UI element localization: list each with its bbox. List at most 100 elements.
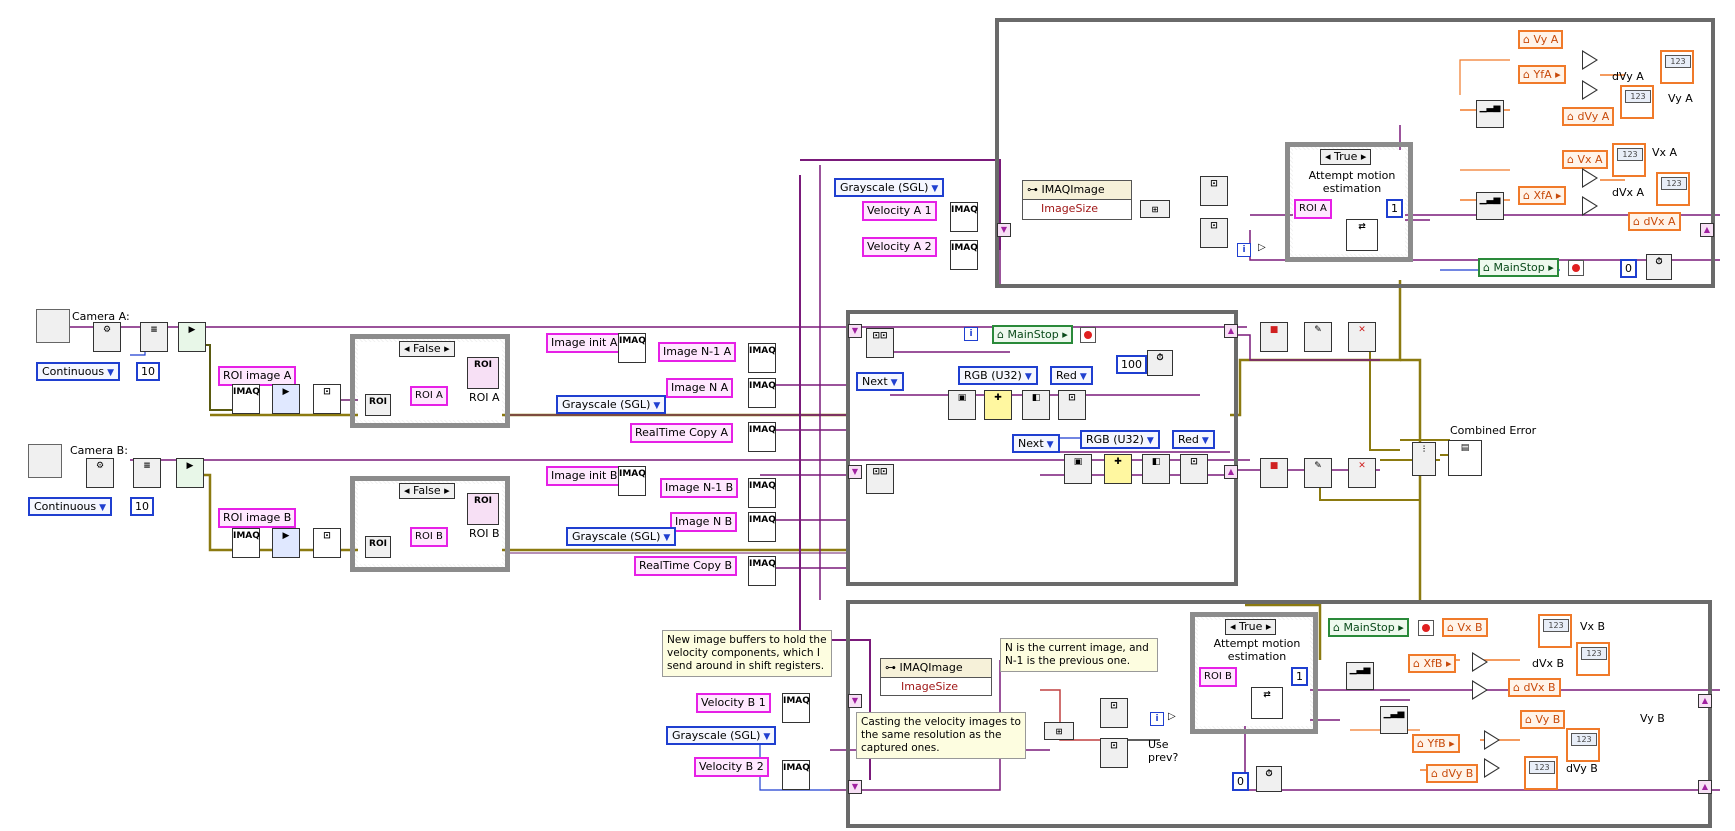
chevron-down-icon: ▼ — [1024, 372, 1032, 382]
roi-b-case-selector[interactable]: ◂ False ▸ — [399, 483, 455, 499]
vy-a-global[interactable]: ⌂ Vy A — [1518, 30, 1564, 49]
velocity-a-while-loop — [995, 18, 1715, 288]
vy-b-global-value: Vy B — [1535, 713, 1561, 726]
realtime-copy-b-const[interactable]: RealTime Copy B — [634, 556, 738, 576]
vx-a-global[interactable]: ⌂ Vx A — [1562, 150, 1608, 169]
shift-register-display-left: ▼ — [848, 324, 862, 338]
velocity-b1-const[interactable]: Velocity B 1 — [696, 693, 771, 713]
image-curr-a-const[interactable]: Image N A — [666, 378, 734, 398]
roi-a-case-structure: ◂ False ▸ ROI ROI A ROI ROI A — [350, 334, 510, 428]
camera-b-buffers-const[interactable]: 10 — [130, 497, 154, 516]
yfa-global[interactable]: ⌂ YfA ▸ — [1518, 65, 1566, 84]
camera-b-mode-enum[interactable]: Continuous▼ — [28, 497, 113, 516]
realtime-copy-a-const[interactable]: RealTime Copy A — [630, 423, 734, 443]
rgb-a-enum[interactable]: RGB (U32)▼ — [958, 366, 1038, 385]
next-a-enum[interactable]: Next▼ — [856, 372, 904, 391]
velocity-a-type-enum[interactable]: Grayscale (SGL)▼ — [834, 178, 945, 197]
red-b-value: Red — [1178, 433, 1199, 446]
velocity-b-type-value: Grayscale (SGL) — [672, 729, 761, 742]
chevron-down-icon: ▼ — [1201, 436, 1209, 446]
image-curr-b-const[interactable]: Image N B — [670, 512, 738, 532]
dvy-b-indicator: 123 — [1524, 756, 1558, 790]
xfb-global[interactable]: ⌂ XfB ▸ — [1408, 654, 1457, 673]
roi-a-ref-motion-const[interactable]: ROI A — [1294, 199, 1332, 219]
chevron-down-icon: ▼ — [663, 533, 671, 543]
imaq-stop-a-icon: ■ — [1260, 322, 1288, 352]
velocity-b2-const[interactable]: Velocity B 2 — [694, 757, 769, 777]
wait-a-const[interactable]: 0 — [1620, 259, 1637, 278]
roi-a-case-selector[interactable]: ◂ False ▸ — [399, 341, 455, 357]
velocity-a1-const[interactable]: Velocity A 1 — [862, 201, 937, 221]
iteration-terminal-b: i — [1150, 712, 1164, 726]
property-node-a-prop: ImageSize — [1041, 202, 1099, 215]
image-type-b-enum[interactable]: Grayscale (SGL)▼ — [566, 527, 677, 546]
camera-a-icon — [36, 309, 70, 343]
roi-image-b-const[interactable]: ROI image B — [218, 508, 297, 528]
image-type-b-value: Grayscale (SGL) — [572, 530, 661, 543]
image-prev-a-const[interactable]: Image N-1 A — [658, 342, 737, 362]
wait-display-const[interactable]: 100 — [1116, 355, 1147, 374]
velocity-a2-const[interactable]: Velocity A 2 — [862, 237, 937, 257]
yfa-global-value: YfA — [1533, 68, 1552, 81]
next-b-enum[interactable]: Next▼ — [1012, 434, 1060, 453]
dvy-b-global-value: dVy B — [1441, 767, 1474, 780]
motion-a-const-one[interactable]: 1 — [1386, 199, 1403, 218]
red-a-enum[interactable]: Red▼ — [1050, 366, 1093, 385]
roi-a-ref-const[interactable]: ROI A — [410, 386, 448, 406]
dvy-b-global[interactable]: ⌂ dVy B — [1426, 764, 1479, 783]
yfb-global[interactable]: ⌂ YfB ▸ — [1412, 734, 1460, 753]
property-node-a[interactable]: ⊶ IMAQImage ImageSize — [1022, 180, 1132, 220]
vy-b-global[interactable]: ⌂ Vy B — [1520, 710, 1566, 729]
display-b3-icon: ◧ — [1142, 454, 1170, 484]
xfa-global[interactable]: ⌂ XfA ▸ — [1518, 186, 1567, 205]
chevron-down-icon: ▼ — [1079, 372, 1087, 382]
wait-b-const[interactable]: 0 — [1232, 772, 1249, 791]
use-prev-label: Use prev? — [1148, 738, 1179, 764]
shift-register-b-right: ▲ — [1698, 694, 1712, 708]
roi-b-case-value: False — [413, 484, 441, 497]
dvx-b-global-value: dVx B — [1523, 681, 1556, 694]
roi-image-a-const[interactable]: ROI image A — [218, 366, 297, 386]
rgb-b-enum[interactable]: RGB (U32)▼ — [1080, 430, 1160, 449]
roi-b-roi-icon: ROI — [365, 536, 391, 558]
image-init-b-const[interactable]: Image init B — [546, 466, 623, 486]
motion-b-const-one[interactable]: 1 — [1291, 667, 1308, 686]
roi-tool-a-icon: ⊡ — [313, 384, 341, 414]
image-type-a-enum[interactable]: Grayscale (SGL)▼ — [556, 395, 667, 414]
red-b-enum[interactable]: Red▼ — [1172, 430, 1215, 449]
roi-b-ref-const[interactable]: ROI B — [410, 527, 448, 547]
display-b2-icon: ✚ — [1104, 454, 1132, 484]
imaq-start-b-icon: ▶ — [176, 458, 204, 488]
imaq-create-vb1-icon: IMAQ — [782, 693, 810, 723]
motion-a-case-selector[interactable]: ◂ True ▸ — [1320, 149, 1372, 165]
multiply-ay2-icon — [1582, 80, 1598, 100]
main-stop-a-global[interactable]: ⌂ MainStop ▸ — [1478, 258, 1559, 277]
vy-b-label: Vy B — [1640, 712, 1665, 725]
roi-a-indicator-icon: ROI — [467, 357, 499, 389]
main-stop-display-global[interactable]: ⌂ MainStop ▸ — [992, 325, 1073, 344]
roi-b-ref-motion-const[interactable]: ROI B — [1199, 667, 1237, 687]
dvy-a-global-value: dVy A — [1577, 110, 1610, 123]
rgb-b-value: RGB (U32) — [1086, 433, 1144, 446]
shift-register-display-right: ▲ — [1224, 324, 1238, 338]
imaq-close-a-icon: ✎ — [1304, 322, 1332, 352]
display-a1-icon: ▣ — [948, 390, 976, 420]
imaq-setsize-a2-icon: ⊡ — [1200, 218, 1228, 248]
dvx-a-global[interactable]: ⌂ dVx A — [1628, 212, 1681, 231]
vy-a-indicator: 123 — [1620, 85, 1654, 119]
vx-b-indicator: 123 — [1538, 614, 1572, 648]
velocity-b-type-enum[interactable]: Grayscale (SGL)▼ — [666, 726, 777, 745]
imaq-configure-a-icon: ≡ — [140, 322, 168, 352]
dvy-a-global[interactable]: ⌂ dVy A — [1562, 107, 1615, 126]
main-stop-b-global[interactable]: ⌂ MainStop ▸ — [1328, 618, 1409, 637]
dvx-a-indicator: 123 — [1656, 172, 1690, 206]
wait-a-icon: ⏱ — [1646, 254, 1672, 280]
camera-a-mode-enum[interactable]: Continuous▼ — [36, 362, 121, 381]
camera-a-buffers-const[interactable]: 10 — [136, 362, 160, 381]
motion-b-case-selector[interactable]: ◂ True ▸ — [1225, 619, 1277, 635]
vx-b-global[interactable]: ⌂ Vx B — [1442, 618, 1488, 637]
image-prev-b-const[interactable]: Image N-1 B — [660, 478, 739, 498]
property-node-b[interactable]: ⊶ IMAQImage ImageSize — [880, 658, 992, 696]
dvx-b-global[interactable]: ⌂ dVx B — [1508, 678, 1561, 697]
image-init-a-const[interactable]: Image init A — [546, 333, 623, 353]
